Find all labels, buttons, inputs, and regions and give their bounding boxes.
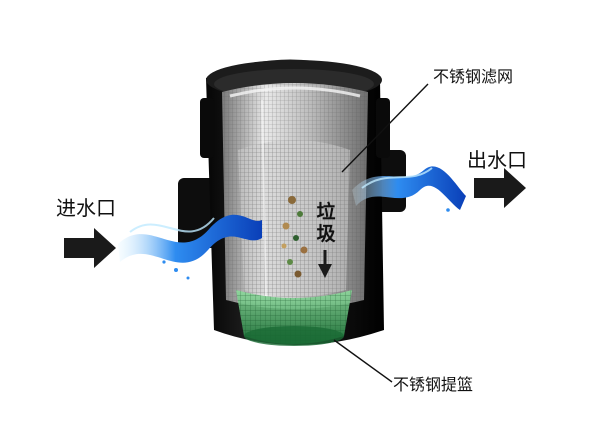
filter-screen-leader-line <box>341 83 429 173</box>
inlet-arrow-icon <box>64 228 116 268</box>
filter-screen-label: 不锈钢滤网 <box>433 67 514 86</box>
water-flow-inlet <box>118 214 262 280</box>
debris-down-arrow-icon <box>318 250 332 278</box>
debris-label: 垃圾 <box>316 201 336 245</box>
inlet-label: 进水口 <box>56 196 116 220</box>
outlet-arrow-icon <box>474 168 526 208</box>
water-flow-outlet <box>352 166 466 212</box>
stainless-filter-screen <box>222 83 368 309</box>
debris-particles <box>281 196 308 278</box>
outlet-label: 出水口 <box>467 148 527 172</box>
stainless-basket <box>236 290 352 346</box>
basket-leader-line <box>333 339 393 383</box>
basket-label: 不锈钢提篮 <box>393 375 474 394</box>
